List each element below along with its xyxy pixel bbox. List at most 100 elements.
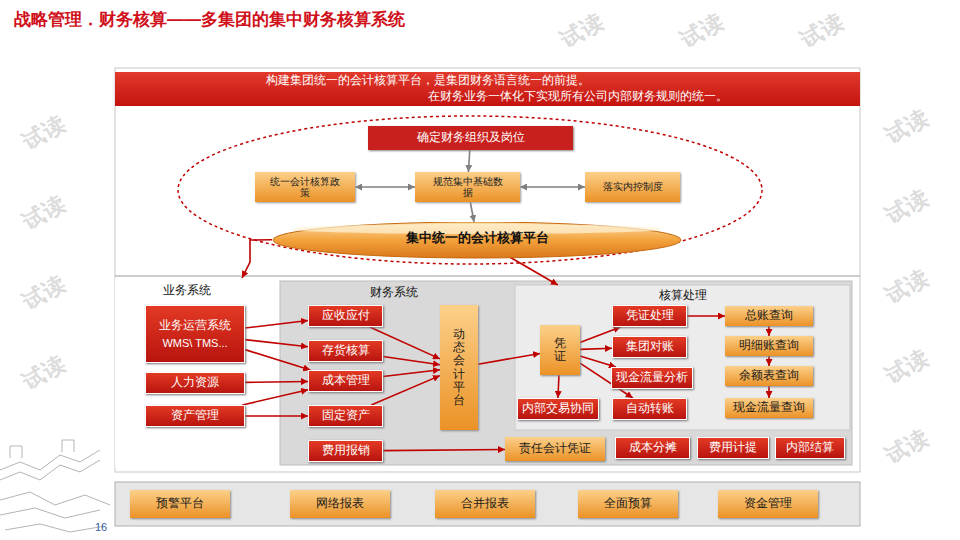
process-box: 费用计提 <box>697 437 769 459</box>
banner-text: 在财务业务一体化下实现所有公司内部财务规则的统一。 <box>428 89 728 105</box>
panel-ground <box>515 285 850 430</box>
watermark: 试读 <box>17 189 70 237</box>
system-panel: 财务系统应收应付存货核算成本管理固定资产费用报销 动态会计平台责任会计凭证 核算处理… <box>280 281 852 465</box>
process-box: 业务运营系统WMS\ TMS... <box>145 305 245 363</box>
box-label: 凭证 <box>554 337 566 363</box>
process-box: 现金流量分析 <box>611 367 693 389</box>
process-box: 资金管理 <box>718 490 818 518</box>
policy-box: 落实内控制度 <box>585 172 680 202</box>
policy-box: 规范集中基础数据 <box>415 172 520 202</box>
connector-arrow <box>768 326 770 336</box>
box-label: 成本管理 <box>322 374 370 388</box>
panel-ground <box>115 278 275 468</box>
connector-arrow <box>383 449 505 450</box>
connector-arrow <box>687 315 725 317</box>
watermark: 试读 <box>880 183 933 231</box>
connector-arrow <box>468 150 469 172</box>
box-label: 网络报表 <box>316 497 364 511</box>
watermark: 试读 <box>795 7 848 55</box>
box-label: 费用计提 <box>709 441 757 455</box>
process-box: 全面预算 <box>578 490 678 518</box>
watermark: 试读 <box>880 263 933 311</box>
box-label: 固定资产 <box>322 409 370 423</box>
box-label: 落实内控制度 <box>603 181 663 193</box>
banner-text: 构建集团统一的会计核算平台，是集团财务语言统一的前提。 <box>266 73 590 89</box>
process-box: 预警平台 <box>130 490 230 518</box>
box-label: 集团对账 <box>626 340 674 354</box>
watermark: 试读 <box>17 269 70 317</box>
process-box: 明细账查询 <box>725 336 813 356</box>
process-box: 现金流量查询 <box>725 398 813 418</box>
box-label: 总账查询 <box>745 309 793 323</box>
process-box: 合并报表 <box>435 490 535 518</box>
box-label: 资金管理 <box>744 497 792 511</box>
platform-disc: 集中统一的会计核算平台 <box>272 222 682 254</box>
process-box: 自动转账 <box>612 398 687 420</box>
divider-line <box>115 276 860 277</box>
box-label: 费用报销 <box>322 444 370 458</box>
connector-arrow <box>470 202 474 222</box>
box-label: 内部结算 <box>786 441 834 455</box>
watermark: 试读 <box>555 7 608 55</box>
vertical-box: 动态会计平台 <box>440 305 478 430</box>
great-wall-art <box>0 440 110 532</box>
box-label: 动态会计平台 <box>453 328 465 407</box>
box-label: 明细账查询 <box>739 339 799 353</box>
system-panel: 业务系统业务运营系统WMS\ TMS... 人力资源资产管理 <box>115 278 275 468</box>
box-label: 现金流量分析 <box>616 371 688 385</box>
process-box: 凭证处理 <box>612 305 687 327</box>
connector-arrow <box>245 350 310 370</box>
dotted-ellipse <box>178 116 762 264</box>
connector-arrow <box>242 390 308 405</box>
panel-heading: 核算处理 <box>515 285 850 304</box>
process-box: 责任会计凭证 <box>505 437 605 461</box>
connector-arrow <box>355 186 415 188</box>
process-box: 成本管理 <box>308 370 383 392</box>
connector-arrow <box>383 356 440 364</box>
connector-arrow <box>580 356 616 367</box>
box-label: 合并报表 <box>461 497 509 511</box>
box-label: 自动转账 <box>626 402 674 416</box>
connector-arrow <box>557 375 560 398</box>
box-label: 成本分摊 <box>629 441 677 455</box>
process-box: 内部结算 <box>775 437 845 459</box>
panel-heading: 业务系统 <box>115 278 275 299</box>
connector-arrow <box>580 348 612 349</box>
box-body: WMS\ TMS... <box>162 337 227 350</box>
connector-arrow <box>505 254 558 285</box>
page-number: 16 <box>95 521 107 533</box>
process-box: 内部交易协同 <box>517 398 599 420</box>
outer-frame <box>115 68 860 472</box>
box-label: 集中统一的会计核算平台 <box>406 231 549 246</box>
process-box: 余额表查询 <box>725 366 813 386</box>
banner: 构建集团统一的会计核算平台，是集团财务语言统一的前提。在财务业务一体化下实现所有… <box>115 72 860 106</box>
vertical-box: 凭证 <box>540 325 580 375</box>
box-label: 人力资源 <box>171 376 219 390</box>
box-label: 资产管理 <box>171 409 219 423</box>
connector-arrow <box>245 381 308 383</box>
box-label: 存货核算 <box>322 344 370 358</box>
process-box: 资产管理 <box>145 405 245 427</box>
box-label: 全面预算 <box>604 497 652 511</box>
watermark: 试读 <box>880 103 933 151</box>
panel-heading: 财务系统 <box>280 281 852 301</box>
box-label: 凭证处理 <box>626 309 674 323</box>
process-box: 集团对账 <box>612 336 687 358</box>
box-label: 应收应付 <box>322 309 370 323</box>
process-box: 固定资产 <box>308 405 383 427</box>
box-label: 预警平台 <box>156 497 204 511</box>
connector-arrow <box>245 340 308 347</box>
process-box: 存货核算 <box>308 340 383 362</box>
watermark: 试读 <box>880 343 933 391</box>
box-label: 责任会计凭证 <box>519 442 591 456</box>
box-label: 余额表查询 <box>739 369 799 383</box>
box-label: 规范集中基础数据 <box>429 176 506 199</box>
connector-arrow <box>478 353 540 364</box>
process-box: 网络报表 <box>290 490 390 518</box>
connector-arrow <box>768 386 770 398</box>
panel-ground <box>280 281 852 465</box>
watermark: 试读 <box>880 423 933 471</box>
watermark: 试读 <box>675 7 728 55</box>
bottom-frame <box>115 482 860 526</box>
